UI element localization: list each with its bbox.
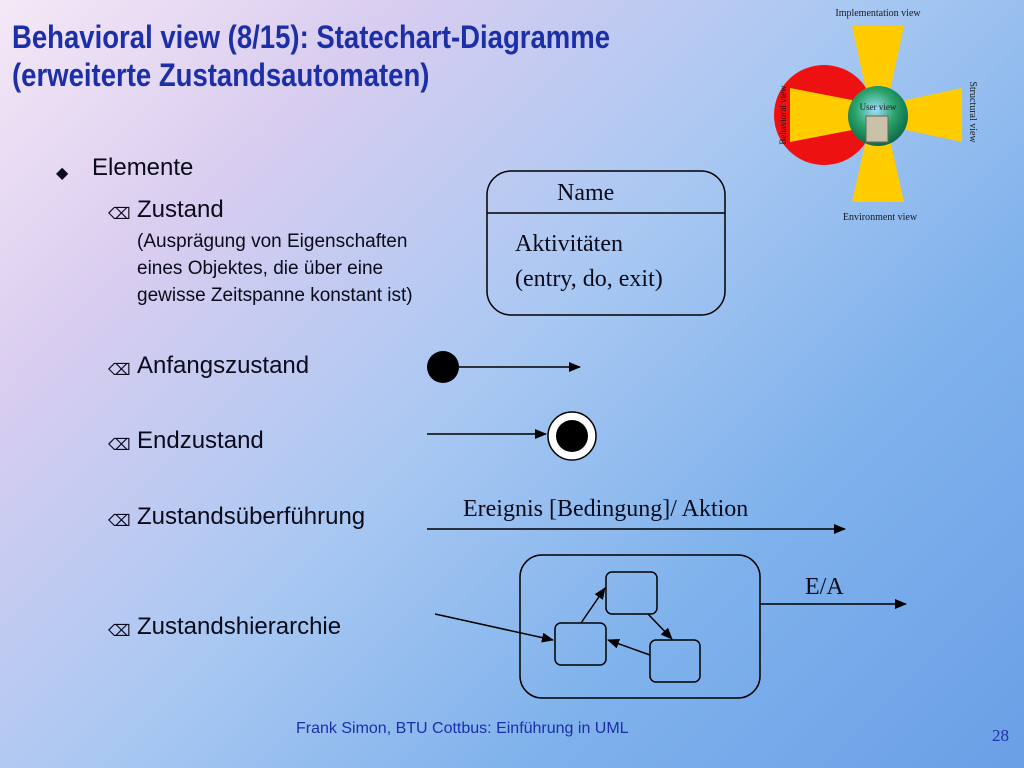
state-name: Name xyxy=(557,180,615,206)
item-bullet-icon: ⌫ xyxy=(108,437,131,454)
item-bullet-icon: ⌫ xyxy=(108,623,131,640)
building-icon xyxy=(865,115,889,143)
hierarchy-transition-label: E/A xyxy=(805,574,844,600)
initial-state-icon xyxy=(427,351,459,383)
title-line-1: Behavioral view (8/15): Statechart-Diagr… xyxy=(12,19,611,55)
substate-arrow-top-right xyxy=(647,613,673,640)
bullet-elemente: Elemente xyxy=(92,154,194,181)
diamond-bullet-icon: ◆ xyxy=(56,165,69,182)
behavioral-petal xyxy=(790,88,852,142)
state-box xyxy=(486,170,726,316)
environment-petal xyxy=(852,140,904,202)
bullet-zustandshierarchie: Zustandshierarchie xyxy=(137,613,342,640)
bullet-zustand: Zustand xyxy=(137,196,224,223)
bullet-zustandsueberfuehrung: Zustandsüberführung xyxy=(137,503,366,530)
entry-arrow xyxy=(434,613,554,643)
bullet-anfangszustand: Anfangszustand xyxy=(137,352,310,379)
bullet-endzustand: Endzustand xyxy=(137,427,264,454)
zustand-desc-1: (Ausprägung von Eigenschaften xyxy=(137,231,408,252)
zustand-desc-3: gewisse Zeitspanne konstant ist) xyxy=(137,285,413,306)
item-bullet-icon: ⌫ xyxy=(108,513,131,530)
title-line-2: (erweiterte Zustandsautomaten) xyxy=(12,57,430,93)
state-activities-list: (entry, do, exit) xyxy=(515,266,663,292)
final-state-inner-icon xyxy=(556,420,588,452)
structural-petal xyxy=(906,88,962,142)
behavioral-view-label: Behavioral view xyxy=(778,85,788,145)
user-view-label: User view xyxy=(860,102,897,112)
state-activities: Aktivitäten xyxy=(515,231,623,257)
structural-view-label: Structural view xyxy=(967,81,978,143)
substate-left xyxy=(554,622,607,666)
substate-arrow-left-top xyxy=(580,587,606,624)
transition-label: Ereignis [Bedingung]/ Aktion xyxy=(463,496,749,522)
substate-arrow-right-left xyxy=(607,638,651,656)
implementation-view-label: Implementation view xyxy=(835,8,921,19)
zustand-desc-2: eines Objektes, die über eine xyxy=(137,258,384,279)
page-number: 28 xyxy=(992,726,1009,745)
substate-top xyxy=(605,571,658,615)
composite-state-box xyxy=(519,554,761,699)
item-bullet-icon: ⌫ xyxy=(108,206,131,223)
implementation-petal xyxy=(852,26,904,90)
item-bullet-icon: ⌫ xyxy=(108,362,131,379)
substate-right xyxy=(649,639,701,683)
footer-credit: Frank Simon, BTU Cottbus: Einführung in … xyxy=(296,720,629,737)
environment-view-label: Environment view xyxy=(843,212,918,223)
slide-title: Behavioral view (8/15): Statechart-Diagr… xyxy=(12,18,610,94)
